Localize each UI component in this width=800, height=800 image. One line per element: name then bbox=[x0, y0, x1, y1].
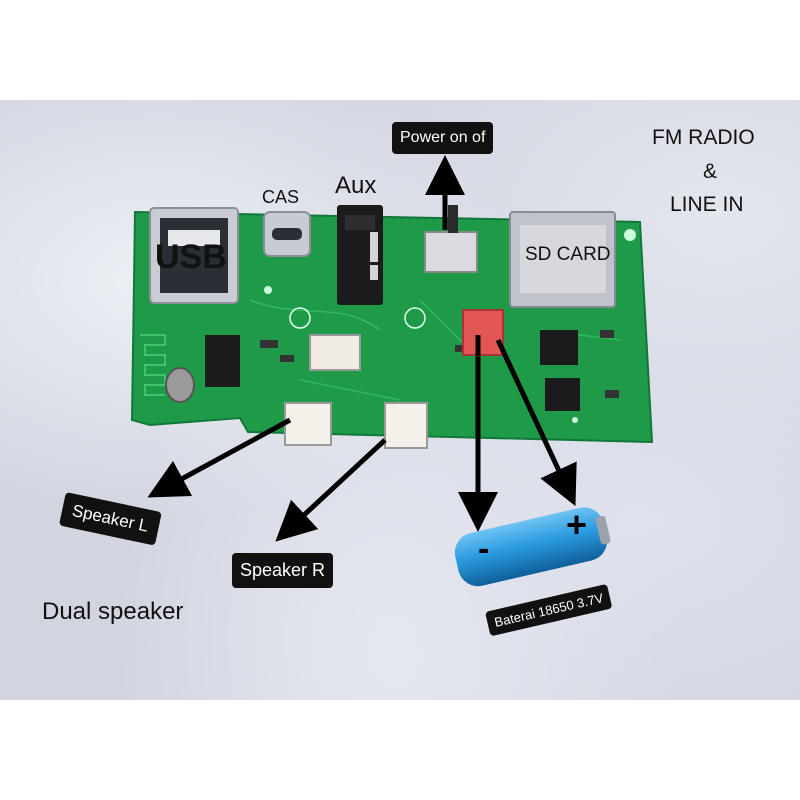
aux-jack bbox=[337, 205, 383, 305]
speaker-r-arrow bbox=[275, 438, 387, 542]
sd-card-slot bbox=[509, 211, 616, 308]
usb-label: USB bbox=[155, 238, 227, 276]
power-switch bbox=[424, 205, 478, 273]
aux-label: Aux bbox=[335, 172, 377, 199]
speaker-l-arrow bbox=[147, 417, 292, 498]
speaker-r-connector bbox=[384, 402, 428, 449]
speaker-l-connector bbox=[284, 402, 332, 446]
usb-c-port bbox=[263, 211, 311, 257]
battery-minus-sign: - bbox=[478, 530, 490, 568]
battery-connector bbox=[462, 309, 504, 356]
battery-cell bbox=[454, 507, 611, 587]
sd-card-label: SD CARD bbox=[525, 244, 611, 265]
connector-middle bbox=[309, 334, 361, 371]
line-in-label: LINE IN bbox=[670, 193, 744, 216]
dual-speaker-label: Dual speaker bbox=[42, 598, 184, 625]
battery-plus-sign: + bbox=[566, 504, 588, 545]
ampersand-label: & bbox=[703, 160, 718, 183]
power-label: Power on of bbox=[392, 122, 494, 154]
usb-port bbox=[149, 207, 239, 304]
cas-label: CAS bbox=[262, 187, 300, 207]
speaker-r-label: Speaker R bbox=[232, 553, 334, 588]
battery-plus-arrow bbox=[495, 338, 577, 507]
fm-radio-label: FM RADIO bbox=[652, 126, 755, 149]
